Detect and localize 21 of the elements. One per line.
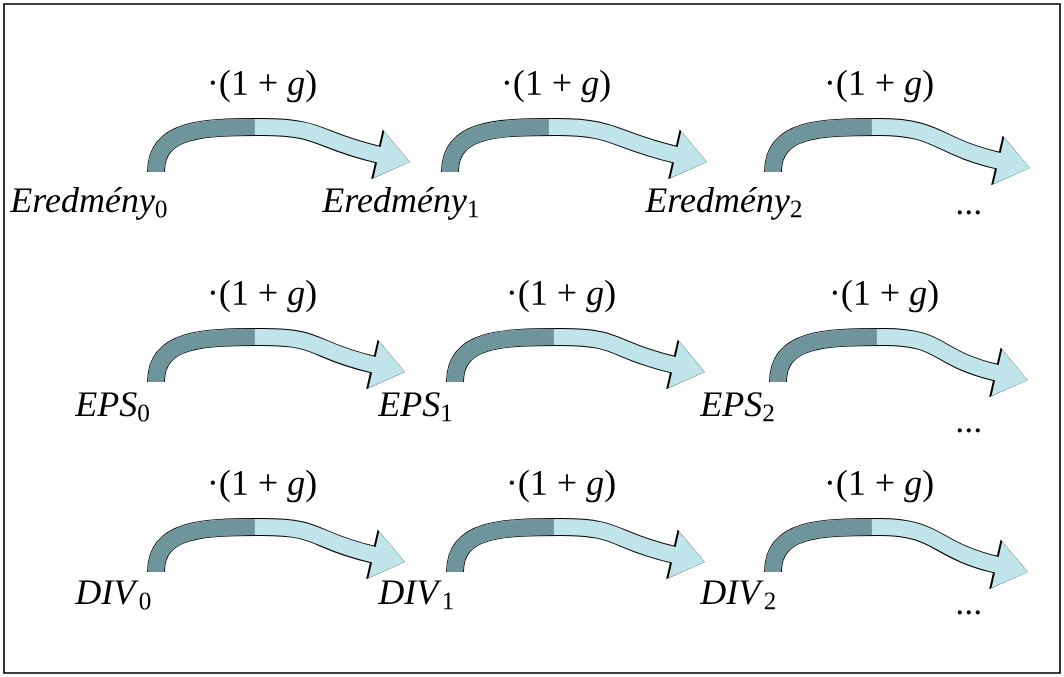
term-label: Eredmény$_{2}$ [644, 187, 802, 220]
term-label: EPS$_{2}$ [699, 392, 774, 422]
term-label: DIV$_{0}$ [74, 580, 151, 610]
term-label: ... [957, 210, 980, 215]
edge-label: ·(1 + g) [827, 469, 933, 503]
term-label: DIV$_{1}$ [377, 580, 453, 610]
term-label: ... [957, 610, 980, 615]
edge-label: ·(1 + g) [210, 69, 316, 103]
edge-label: ·(1 + g) [509, 279, 615, 313]
term-label: DIV$_{2}$ [699, 580, 775, 610]
term-label: EPS$_{0}$ [74, 392, 149, 422]
term-label: EPS$_{1}$ [377, 392, 452, 422]
edge-label: ·(1 + g) [504, 69, 610, 103]
edge-label: ·(1 + g) [210, 279, 316, 313]
edge-label: ·(1 + g) [827, 69, 933, 103]
term-label: ... [957, 428, 980, 433]
term-label: Eredmény$_{0}$ [9, 187, 167, 220]
edge-label: ·(1 + g) [509, 469, 615, 503]
term-label: Eredmény$_{1}$ [321, 187, 478, 220]
edge-label: ·(1 + g) [210, 469, 316, 503]
edge-label: ·(1 + g) [832, 279, 938, 313]
